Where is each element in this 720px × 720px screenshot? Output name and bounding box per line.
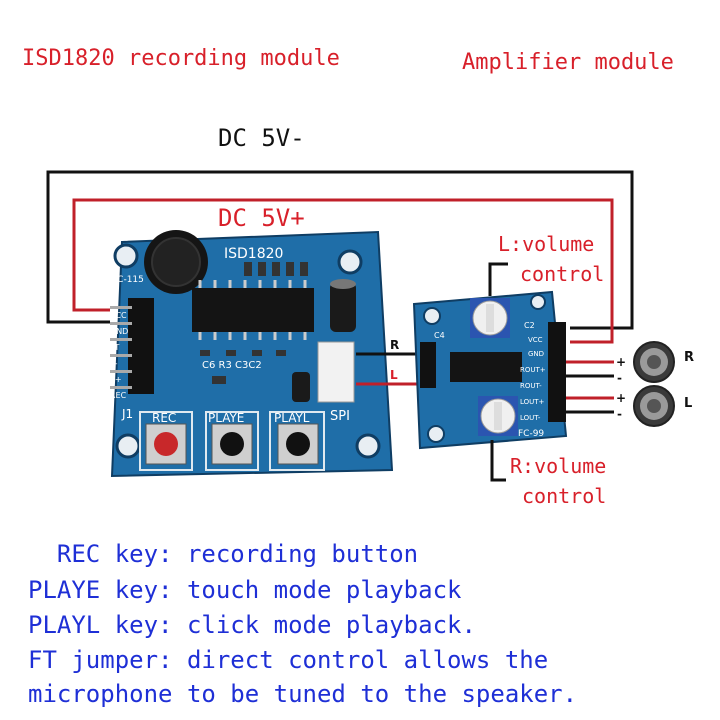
isd1820-module-title: ISD1820 recording module <box>22 46 340 71</box>
amp-pin-lout-minus: LOUT- <box>520 414 541 422</box>
isd-pin-ft: FT <box>110 343 119 352</box>
speaker-left-icon <box>633 385 675 427</box>
rec-button <box>145 423 187 465</box>
spi-label: SPI <box>330 409 350 424</box>
pin-header <box>128 298 154 394</box>
lout-plus-sign: + <box>616 391 626 405</box>
amp-input-header <box>420 342 436 388</box>
mount-hole <box>530 294 546 310</box>
isd-chip-label: ISD1820 <box>224 246 283 262</box>
amplifier-module-title: Amplifier module <box>462 50 674 75</box>
amp-pin-gnd: GND <box>528 350 544 358</box>
right-volume-label-line2: control <box>522 484 607 508</box>
isd-pin-p-minus: P- <box>110 359 118 368</box>
amp-pin-rout-minus: ROUT- <box>520 382 542 390</box>
right-volume-pointer <box>490 440 506 482</box>
speaker-left-label: L <box>684 396 693 411</box>
mount-hole <box>423 307 441 325</box>
isd-model-label: FC-115 <box>112 275 144 285</box>
l-signal-label: L <box>390 368 398 382</box>
speaker-right-icon <box>633 341 675 383</box>
isd-j1-label: J1 <box>121 407 133 421</box>
rec-button-label: REC <box>152 411 176 425</box>
rout-minus-sign: - <box>617 371 622 385</box>
isd1820-chip <box>192 288 314 332</box>
amp-pin-lout-plus: LOUT+ <box>520 398 545 406</box>
playl-button <box>277 423 319 465</box>
amp-chip <box>450 352 522 382</box>
playl-button-label: PLAYL <box>274 411 310 425</box>
wire-dc-negative <box>46 170 634 330</box>
description-ft-jumper: FT jumper: direct control allows the <box>28 646 549 674</box>
isd-pin-rec: REC <box>110 391 127 400</box>
lout-minus-sign: - <box>617 407 622 421</box>
amp-output-header <box>548 322 566 422</box>
description-playl-key: PLAYL key: click mode playback. <box>28 611 476 639</box>
rout-plus-sign: + <box>616 355 626 369</box>
isd1820-board: ISD1820 FC-115 VCC GND FT P- P+ REC C6 R… <box>110 230 394 478</box>
left-volume-label-line2: control <box>520 262 605 286</box>
isd-pin-gnd: GND <box>110 327 128 336</box>
dc-negative-label: DC 5V- <box>218 124 305 152</box>
playe-button <box>211 423 253 465</box>
right-volume-label-line1: R:volume <box>510 454 607 478</box>
right-volume-potentiometer <box>478 396 518 436</box>
playe-button-label: PLAYE <box>208 411 244 425</box>
r-signal-label: R <box>390 338 400 352</box>
mount-hole <box>355 433 381 459</box>
wire-dc-positive <box>72 198 614 344</box>
amplifier-board: C2 C4 VCC GND ROUT+ ROUT- LOUT+ LOUT- FC… <box>412 290 568 450</box>
left-volume-potentiometer <box>470 298 510 338</box>
mount-hole <box>337 249 363 275</box>
left-volume-label-line1: L:volume <box>498 232 595 256</box>
amp-pin-vcc: VCC <box>528 336 543 344</box>
description-ft-jumper-cont: microphone to be tuned to the speaker. <box>28 680 578 708</box>
speaker-right-label: R <box>684 350 695 365</box>
dc-positive-label: DC 5V+ <box>218 204 305 232</box>
isd-parts-label: C6 R3 C3C2 <box>202 360 262 371</box>
amp-model-label: FC-99 <box>518 429 544 439</box>
mount-hole <box>113 243 139 269</box>
description-rec-key: REC key: recording button <box>28 540 419 568</box>
description-playe-key: PLAYE key: touch mode playback <box>28 576 462 604</box>
amp-c4-label: C4 <box>434 331 445 340</box>
amp-pin-rout-plus: ROUT+ <box>520 366 546 374</box>
spi-connector <box>317 341 355 403</box>
amp-c2-label: C2 <box>524 321 535 330</box>
isd-pin-vcc: VCC <box>110 311 127 320</box>
left-volume-pointer <box>488 262 508 296</box>
isd-pin-p-plus: P+ <box>110 375 122 384</box>
mount-hole <box>427 425 445 443</box>
mount-hole <box>115 433 141 459</box>
capacitor <box>330 282 356 332</box>
